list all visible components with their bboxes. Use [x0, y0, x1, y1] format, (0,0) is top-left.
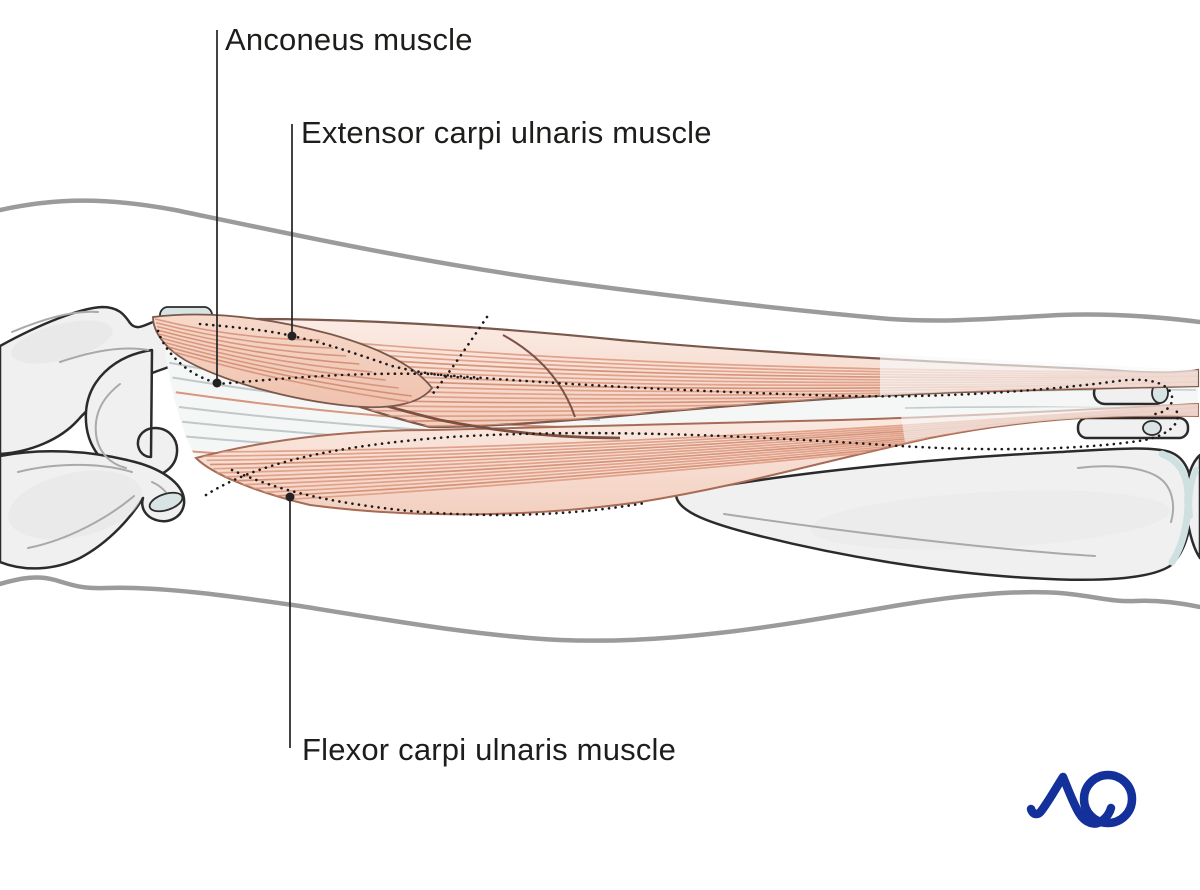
label-extensor-carpi-ulnaris-muscle: Extensor carpi ulnaris muscle	[301, 115, 712, 150]
humerus-shading	[11, 320, 113, 364]
ulna-shading	[810, 490, 1170, 550]
dotted-line	[230, 468, 647, 517]
trochlea-bone	[84, 348, 179, 479]
muscle-fiber-line	[161, 344, 412, 397]
muscle-fiber-line	[160, 340, 399, 389]
muscle-fiber-line	[156, 325, 347, 357]
anconeus-muscle	[152, 313, 433, 409]
muscle-fiber-line	[162, 348, 426, 405]
bone-detail-line	[17, 463, 133, 473]
dotted-line	[204, 408, 1179, 497]
bone-detail-line	[27, 495, 135, 549]
muscle-fiber-line	[155, 321, 334, 349]
cartilage-styloid	[1142, 420, 1162, 436]
ulnar-styloid-bone	[1076, 416, 1190, 440]
dotted-boundaries	[156, 315, 1179, 517]
skin-contour-top	[0, 198, 1200, 325]
ao-logo	[1026, 770, 1137, 828]
ecu-tendon-fade	[880, 354, 1198, 396]
fcu-tendon-fade	[900, 404, 1198, 442]
dotted-line	[215, 372, 1174, 416]
ao-logo-o-glyph	[1079, 770, 1137, 828]
flexor-pointer-dot	[285, 492, 295, 502]
muscle-fiber-line	[158, 333, 373, 373]
bone-detail-line	[723, 513, 1096, 557]
bone-detail-line	[94, 383, 127, 469]
muscle-fiber-line	[154, 318, 321, 341]
skin-contours	[0, 198, 1200, 643]
anconeus-fibers	[154, 318, 426, 405]
cartilage-coronoid	[148, 491, 184, 513]
cartilage-carpal-band	[1186, 467, 1199, 519]
label-anconeus-muscle: Anconeus muscle	[225, 22, 473, 57]
dotted-line	[156, 329, 216, 384]
ao-logo-a-glyph	[1026, 772, 1116, 828]
leader-lines	[212, 30, 297, 748]
elbow-bones	[0, 305, 213, 570]
bone-detail-line	[11, 310, 99, 333]
skin-contour-bottom	[0, 575, 1200, 643]
anconeus-pointer-dot	[212, 378, 222, 388]
label-flexor-carpi-ulnaris-muscle: Flexor carpi ulnaris muscle	[302, 732, 677, 767]
muscle-seam	[502, 334, 576, 418]
muscle-fiber-line	[159, 336, 386, 381]
forearm-bones	[674, 447, 1200, 582]
muscle-fiber-line	[157, 329, 360, 365]
olecranon-shading	[8, 470, 142, 540]
extensor-pointer-dot	[287, 331, 297, 341]
bone-detail-line	[59, 347, 149, 363]
bone-detail-line	[1077, 465, 1175, 523]
